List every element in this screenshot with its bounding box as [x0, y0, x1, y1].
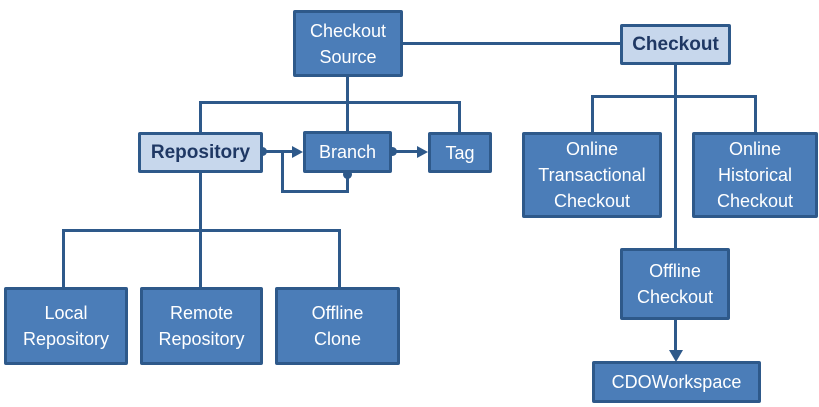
connector-checkout-stem	[674, 65, 677, 98]
connector-repository-branch	[263, 150, 293, 153]
node-cdoworkspace-label: CDOWorkspace	[611, 372, 742, 392]
node-checkout-source-label: Checkout Source	[309, 20, 387, 67]
association-dot-branch-bottom	[343, 170, 352, 179]
connector-drop-offline-checkout	[674, 98, 677, 248]
node-local-repository: Local Repository	[4, 287, 128, 365]
node-online-transactional-checkout: Online Transactional Checkout	[522, 132, 662, 218]
node-branch-label: Branch	[318, 142, 377, 162]
node-remote-repository-label: Remote Repository	[158, 303, 245, 349]
node-checkout-source: Checkout Source	[293, 10, 403, 77]
node-offline-checkout: Offline Checkout	[620, 248, 730, 320]
node-local-repository-label: Local Repository	[22, 303, 110, 349]
connector-repository-stem	[199, 173, 202, 231]
node-repository: Repository	[138, 132, 263, 173]
arrowhead-into-cdoworkspace-icon	[669, 350, 683, 362]
connector-drop-local-repository	[62, 232, 65, 287]
connector-drop-repository	[199, 104, 202, 132]
node-tag-label: Tag	[445, 142, 475, 163]
node-online-transactional-checkout-label: Online Transactional Checkout	[538, 139, 646, 211]
connector-branch-tag	[396, 150, 418, 153]
node-checkout-label: Checkout	[632, 33, 719, 55]
node-online-historical-checkout-label: Online Historical Checkout	[716, 139, 794, 211]
connector-drop-branch	[346, 104, 349, 131]
arrowhead-into-tag-icon	[417, 146, 428, 158]
node-checkout: Checkout	[620, 24, 731, 65]
node-repository-label: Repository	[150, 141, 251, 163]
node-offline-clone: Offline Clone	[275, 287, 400, 365]
connector-checkout-tree-rail	[591, 95, 757, 98]
connector-checkoutsource-stem	[346, 77, 349, 104]
arrowhead-into-branch-icon	[292, 146, 303, 158]
connector-branch-loop-bottom	[281, 190, 349, 193]
node-cdoworkspace: CDOWorkspace	[592, 361, 761, 403]
connector-repository-tree-rail	[62, 229, 341, 232]
connector-drop-online-transactional	[591, 98, 594, 132]
node-offline-checkout-label: Offline Checkout	[636, 261, 714, 307]
node-offline-clone-label: Offline Clone	[311, 303, 364, 349]
node-tag: Tag	[428, 132, 492, 173]
connector-source-tree-rail	[199, 101, 461, 104]
association-dot-branch-right	[388, 147, 397, 156]
connector-branch-loop-right	[346, 175, 349, 193]
node-remote-repository: Remote Repository	[140, 287, 263, 365]
connector-drop-offline-clone	[338, 232, 341, 287]
connector-drop-online-historical	[754, 98, 757, 132]
connector-offlinecheckout-cdoworkspace	[674, 320, 677, 352]
connector-drop-remote-repository	[199, 232, 202, 287]
connector-branch-loop-left	[281, 152, 284, 193]
node-online-historical-checkout: Online Historical Checkout	[692, 132, 818, 218]
connector-checkoutsource-checkout	[403, 42, 620, 45]
node-branch: Branch	[303, 131, 392, 173]
connector-drop-tag	[458, 104, 461, 132]
